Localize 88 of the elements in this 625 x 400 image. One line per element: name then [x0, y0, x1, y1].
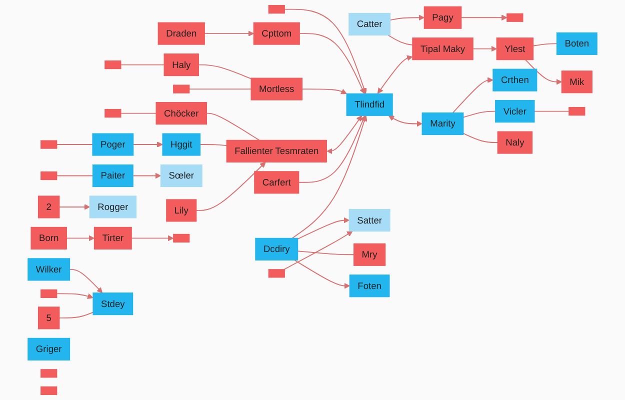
node-box: Haly	[164, 53, 199, 76]
node-box: Catter	[348, 12, 391, 36]
node-box	[40, 369, 58, 378]
connector	[58, 312, 94, 318]
node-box: Satter	[348, 208, 390, 232]
arrow	[292, 115, 368, 239]
arrow	[460, 14, 508, 21]
connector	[462, 110, 496, 118]
arrow	[196, 162, 266, 211]
node-box	[173, 84, 190, 94]
arrow	[58, 204, 90, 210]
arrow	[297, 217, 350, 240]
node-box: Wilker	[28, 258, 70, 281]
arrow	[132, 142, 163, 148]
node-box: Dcdiry	[255, 238, 298, 260]
connector	[388, 34, 413, 46]
node-box	[268, 4, 285, 14]
node-box	[40, 386, 58, 396]
node-box: Lily	[166, 199, 197, 222]
node-box: Draden	[158, 22, 205, 45]
node-box: Boten	[556, 32, 598, 55]
connector	[532, 43, 558, 46]
arrow	[294, 260, 350, 289]
node-box	[104, 60, 122, 70]
arrow	[377, 55, 413, 94]
arrow	[326, 115, 362, 154]
node-box	[506, 13, 524, 22]
node-box	[268, 269, 285, 278]
connector	[200, 144, 228, 146]
node-box: Carfert	[254, 171, 300, 194]
node-box	[40, 140, 58, 149]
arrow	[204, 30, 254, 36]
connector	[198, 64, 252, 80]
connector	[188, 88, 252, 90]
connector	[297, 250, 354, 256]
node-box: Stdey	[92, 292, 134, 316]
connector	[56, 144, 93, 145]
node-box: 2	[38, 196, 60, 218]
node-box: Hggit	[162, 133, 201, 156]
arrow	[299, 33, 365, 94]
arrow	[284, 8, 367, 94]
node-box: Tirter	[94, 226, 132, 250]
node-box: Naly	[497, 131, 533, 154]
node-box: Tipal Maky	[412, 38, 474, 60]
node-box: Chöcker	[156, 102, 207, 125]
node-box	[568, 106, 586, 116]
arrow	[69, 268, 103, 294]
connector	[56, 175, 94, 176]
connector	[120, 64, 165, 66]
node-box: Sœler	[160, 164, 202, 188]
connector	[206, 112, 260, 141]
node-box: Foten	[349, 274, 390, 298]
node-box: Crthen	[492, 68, 538, 92]
connector	[120, 112, 157, 114]
node-box: Fallienter Tesmraten	[226, 140, 327, 162]
arrow	[525, 59, 562, 85]
node-box: 5	[38, 306, 60, 330]
node-box	[173, 234, 190, 243]
node-box	[104, 108, 122, 118]
connector	[534, 110, 570, 112]
node-box	[40, 171, 58, 180]
arrow	[131, 235, 174, 242]
arrow	[388, 115, 422, 127]
arrow	[132, 172, 161, 179]
arrow	[56, 293, 94, 299]
node-box: Marity	[422, 112, 464, 136]
node-box: Mortless	[250, 78, 303, 100]
arrow	[66, 235, 95, 242]
node-box	[40, 289, 58, 298]
connector	[462, 132, 498, 143]
node-box: Griger	[28, 338, 70, 360]
node-box: Tlindfid	[346, 93, 393, 116]
arrow	[284, 230, 353, 270]
arrow	[298, 115, 366, 183]
node-box: Born	[30, 226, 67, 250]
node-box: Pagy	[424, 6, 462, 29]
node-box: Paiter	[92, 164, 134, 188]
node-box: Vicler	[495, 100, 535, 123]
arrow	[302, 88, 347, 94]
node-box: Ylest	[496, 38, 534, 60]
node-box: Rogger	[89, 196, 136, 218]
arrow	[452, 77, 494, 114]
arrow	[472, 46, 497, 52]
node-box: Mik	[561, 70, 592, 94]
node-box: Poger	[92, 133, 134, 156]
node-box: Mry	[354, 243, 386, 266]
arrow	[390, 14, 424, 21]
node-box: Cpttom	[253, 22, 300, 45]
